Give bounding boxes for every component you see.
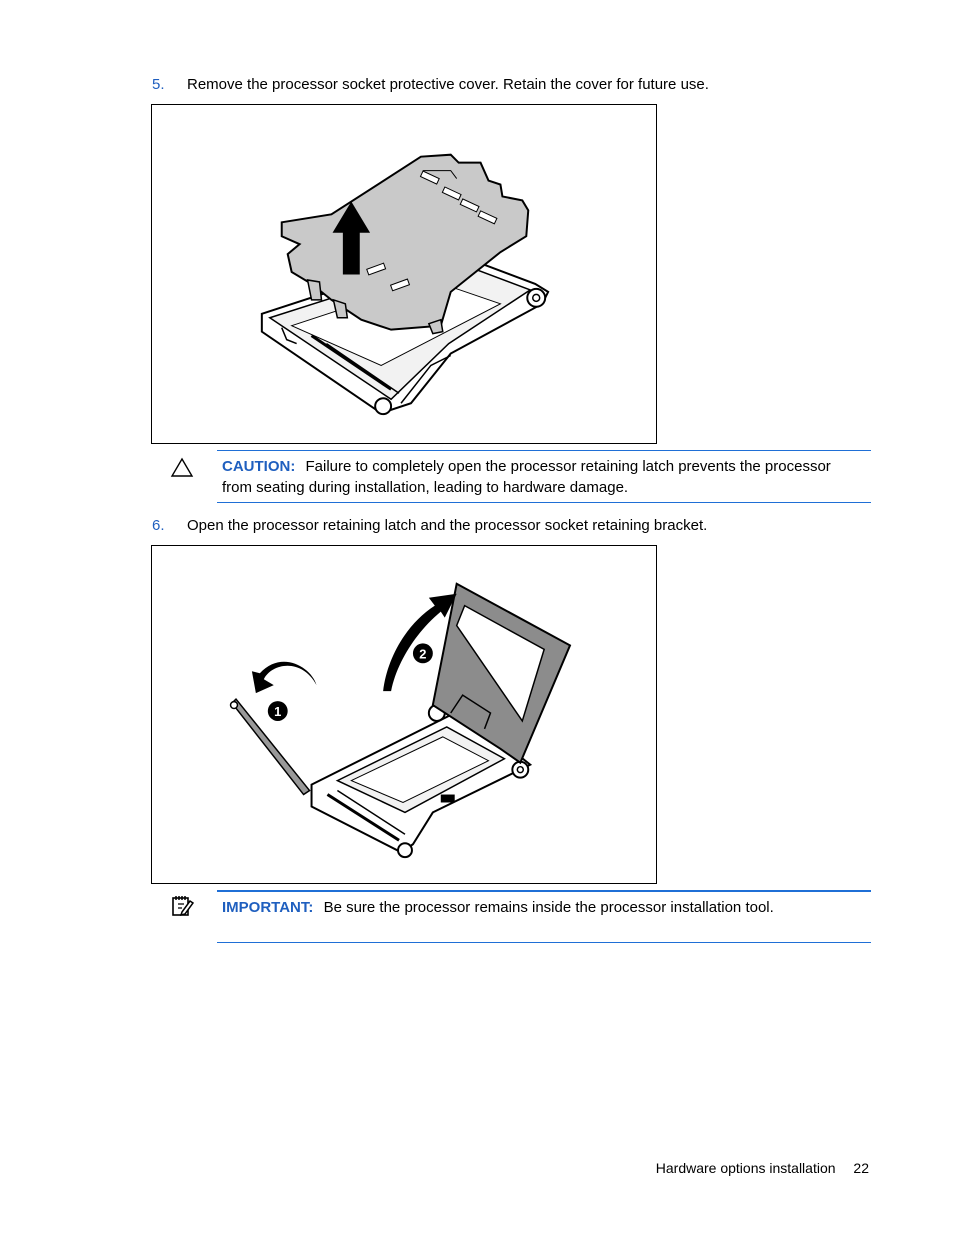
step-number: 5.: [152, 76, 165, 93]
callout-2: 2: [419, 646, 426, 661]
step-text: Open the processor retaining latch and t…: [187, 517, 708, 534]
important-notice: IMPORTANT: Be sure the processor remains…: [217, 890, 871, 943]
page-number: 22: [853, 1160, 869, 1176]
callout-1: 1: [274, 704, 281, 719]
caution-text-block: CAUTION: Failure to completely open the …: [222, 456, 842, 498]
caution-notice: CAUTION: Failure to completely open the …: [217, 450, 871, 503]
important-text-block: IMPORTANT: Be sure the processor remains…: [222, 897, 842, 918]
caution-label: CAUTION:: [222, 458, 296, 475]
footer-section: Hardware options installation: [655, 1160, 836, 1176]
figure-remove-socket-cover: [151, 104, 657, 444]
step-number: 6.: [152, 517, 165, 534]
step-text: Remove the processor socket protective c…: [187, 76, 709, 93]
figure-open-latch-bracket: 1 2: [151, 545, 657, 884]
important-body: Be sure the processor remains inside the…: [323, 899, 774, 916]
socket-cover-illustration: [260, 153, 550, 416]
latch-bracket-illustration: 1 2: [229, 582, 572, 859]
caution-body: Failure to completely open the processor…: [222, 458, 831, 496]
warning-triangle-icon: [170, 457, 194, 477]
important-label: IMPORTANT:: [222, 899, 314, 916]
page-footer: Hardware options installation 22: [656, 1158, 869, 1178]
notepad-pencil-icon: [172, 896, 194, 917]
